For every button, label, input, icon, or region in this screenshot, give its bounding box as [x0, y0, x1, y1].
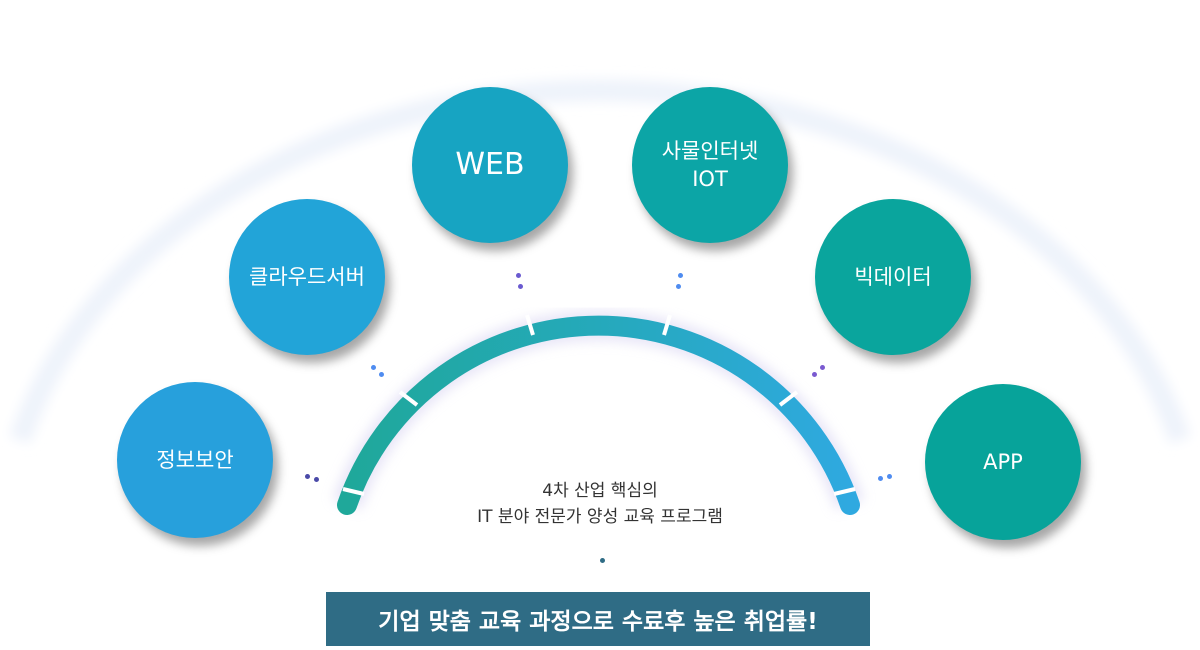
dot [676, 284, 681, 289]
dot [518, 284, 523, 289]
node-web: WEB [412, 87, 568, 243]
node-label: WEB [455, 147, 525, 182]
node-security: 정보보안 [117, 382, 273, 538]
node-label: 클라우드서버 [249, 265, 365, 289]
node-label: 사물인터넷 [661, 139, 759, 163]
progress-arc [337, 315, 860, 515]
dot [812, 372, 817, 377]
dot [379, 372, 384, 377]
node-iot: 사물인터넷 IOT [632, 87, 788, 243]
dot [516, 273, 521, 278]
dot [314, 477, 319, 482]
caption: 4차 산업 핵심의 IT 분야 전문가 양성 교육 프로그램 [400, 478, 800, 530]
node-bigdata: 빅데이터 [815, 199, 971, 355]
dot [305, 474, 310, 479]
node-label: APP [983, 450, 1023, 474]
dot [878, 476, 883, 481]
caption-line2: IT 분야 전문가 양성 교육 프로그램 [477, 507, 723, 527]
arc-dividers [342, 314, 856, 496]
node-sublabel: IOT [692, 167, 728, 191]
caption-line1: 4차 산업 핵심의 [542, 481, 658, 501]
node-cloud-server: 클라우드서버 [229, 199, 385, 355]
dot [600, 558, 605, 563]
dot [678, 273, 683, 278]
node-label: 빅데이터 [854, 265, 932, 289]
banner: 기업 맞춤 교육 과정으로 수료후 높은 취업률! [326, 592, 870, 646]
dot [371, 365, 376, 370]
node-app: APP [925, 384, 1081, 540]
dot [820, 365, 825, 370]
node-label: 정보보안 [156, 448, 234, 472]
dot [887, 474, 892, 479]
